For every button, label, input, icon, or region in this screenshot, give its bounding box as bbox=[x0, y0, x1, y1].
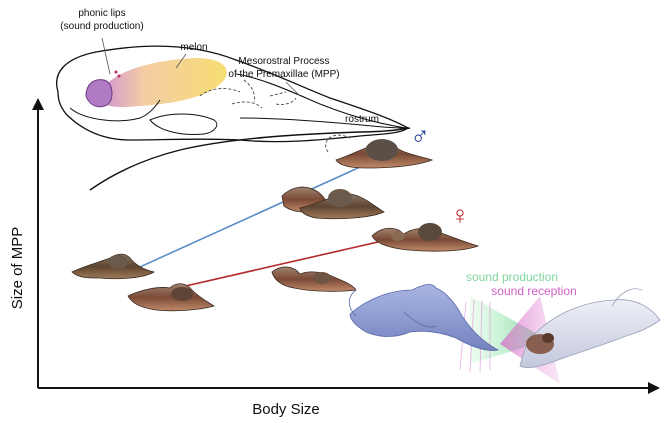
sound-reception-label: sound reception bbox=[491, 284, 576, 298]
mpp-specimen-male-mid bbox=[282, 187, 384, 219]
y-axis-label: Size of MPP bbox=[9, 227, 26, 310]
x-axis-label: Body Size bbox=[252, 401, 320, 418]
phonic-lips-shape bbox=[86, 80, 112, 107]
phonic-lips-dot bbox=[118, 75, 121, 78]
label-mpp-1: Mesorostral Process bbox=[238, 56, 329, 67]
label-phonic-lips-2: (sound production) bbox=[60, 21, 143, 32]
mpp-specimen-female-mid bbox=[272, 267, 356, 291]
phonic-lips-dot bbox=[115, 71, 118, 74]
sound-production-label: sound production bbox=[466, 270, 558, 284]
label-melon: melon bbox=[180, 42, 207, 53]
mpp-specimen-female-small bbox=[128, 284, 214, 311]
label-phonic-lips-1: phonic lips bbox=[78, 8, 125, 19]
label-mpp-2: of the Premaxillae (MPP) bbox=[228, 69, 339, 80]
female-symbol: ♀ bbox=[450, 200, 470, 230]
male-symbol: ♂ bbox=[410, 120, 430, 150]
label-rostrum: rostrum bbox=[345, 114, 379, 125]
